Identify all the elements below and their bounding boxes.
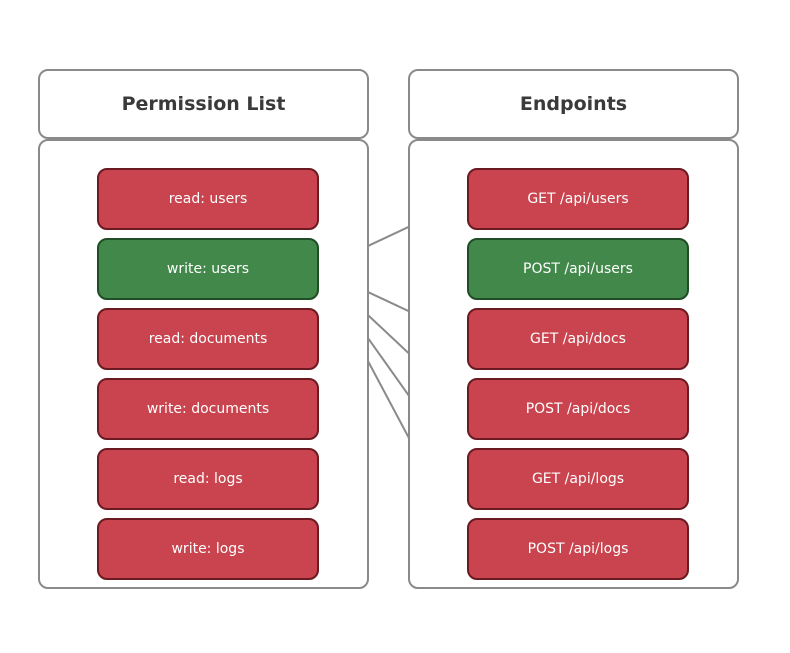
- endpoints-header: Endpoints: [408, 69, 739, 139]
- endpoint-post-users[interactable]: POST /api/users: [467, 238, 689, 300]
- permission-label: write: logs: [171, 541, 245, 557]
- endpoint-label: GET /api/docs: [530, 331, 626, 347]
- permission-list-title: Permission List: [121, 93, 286, 115]
- permission-label: read: logs: [173, 471, 243, 487]
- permission-label: read: users: [168, 191, 248, 207]
- endpoint-label: POST /api/docs: [525, 401, 631, 417]
- permission-write-logs[interactable]: write: logs: [97, 518, 319, 580]
- endpoint-label: POST /api/users: [523, 261, 633, 277]
- permission-label: read: documents: [148, 331, 268, 347]
- endpoint-post-logs[interactable]: POST /api/logs: [467, 518, 689, 580]
- permission-read-documents[interactable]: read: documents: [97, 308, 319, 370]
- permission-write-users[interactable]: write: users: [97, 238, 319, 300]
- permission-label: write: users: [166, 261, 250, 277]
- permission-read-users[interactable]: read: users: [97, 168, 319, 230]
- endpoint-get-users[interactable]: GET /api/users: [467, 168, 689, 230]
- endpoint-post-docs[interactable]: POST /api/docs: [467, 378, 689, 440]
- permission-list-header: Permission List: [38, 69, 369, 139]
- endpoint-label: POST /api/logs: [527, 541, 629, 557]
- permission-label: write: documents: [146, 401, 270, 417]
- endpoints-title: Endpoints: [519, 93, 628, 115]
- permission-read-logs[interactable]: read: logs: [97, 448, 319, 510]
- endpoint-get-docs[interactable]: GET /api/docs: [467, 308, 689, 370]
- permission-write-documents[interactable]: write: documents: [97, 378, 319, 440]
- endpoint-label: GET /api/logs: [531, 471, 625, 487]
- endpoint-get-logs[interactable]: GET /api/logs: [467, 448, 689, 510]
- endpoint-label: GET /api/users: [527, 191, 629, 207]
